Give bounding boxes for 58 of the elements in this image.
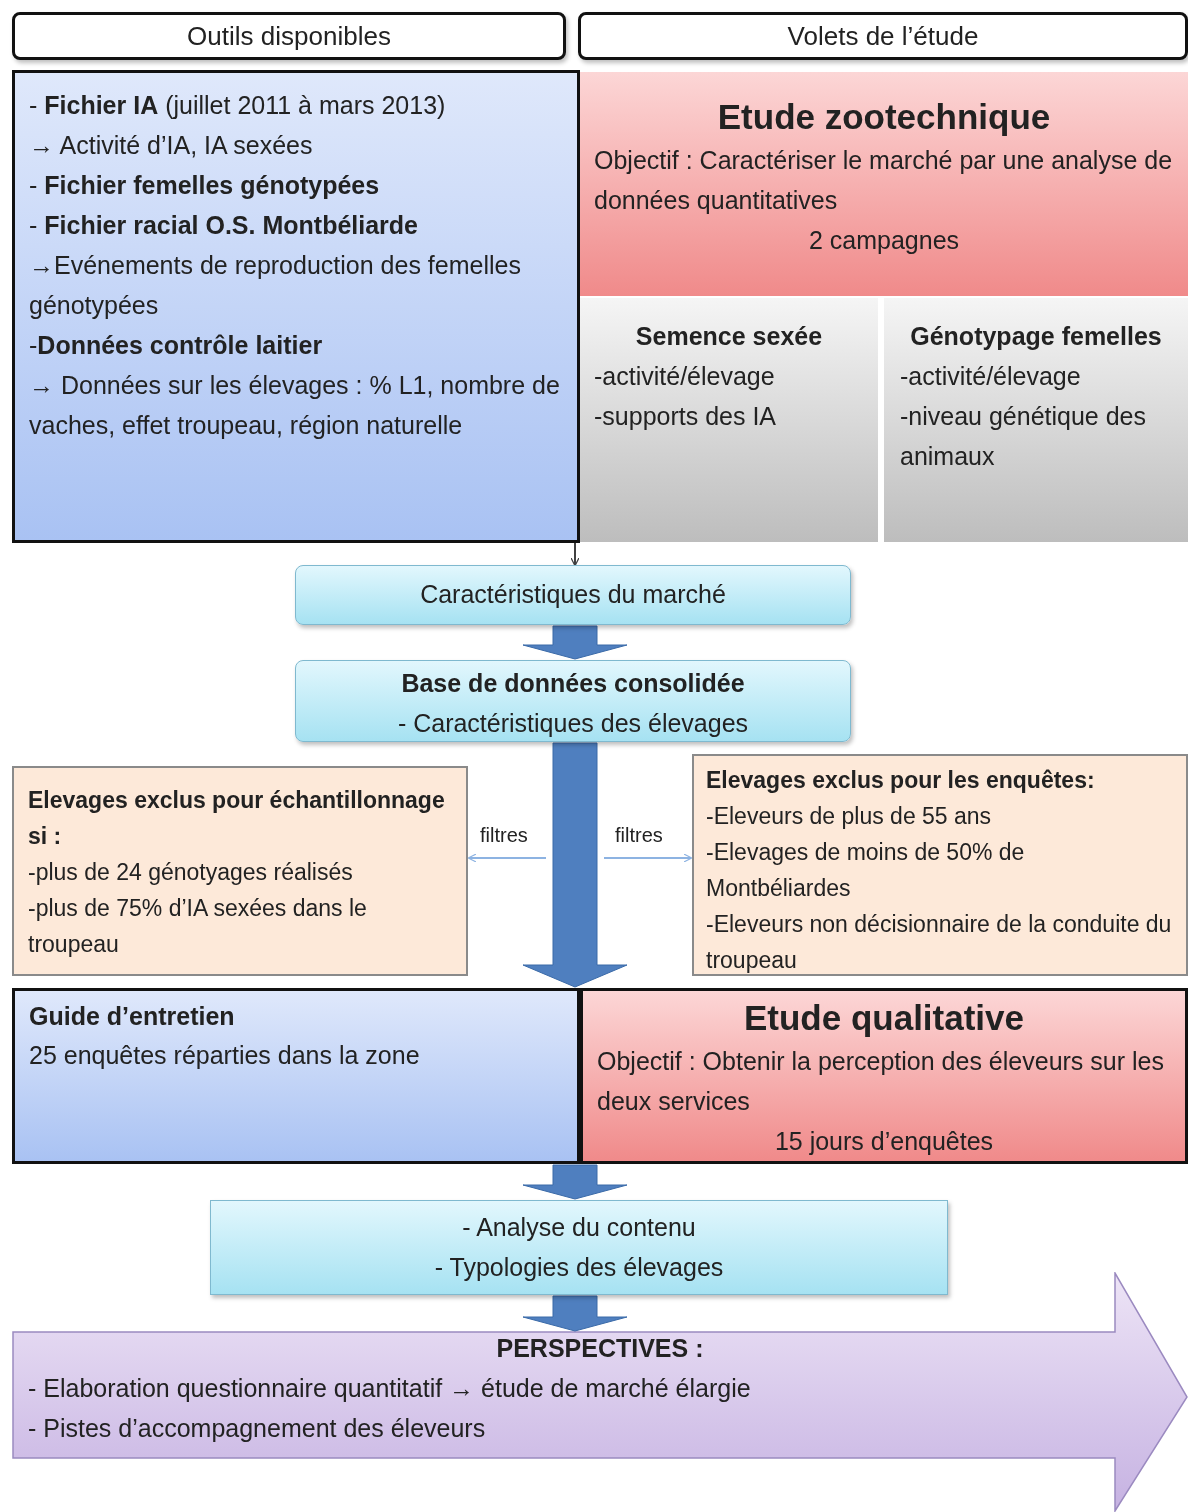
box-text: - Analyse du contenu — [461, 1212, 697, 1243]
list-item: - Fichier racial O.S. Montbéliarde — [29, 210, 419, 241]
duration-text: 15 jours d’enquêtes — [773, 1126, 995, 1157]
box-title: Base de données consolidée — [400, 668, 746, 699]
arrow — [603, 853, 693, 863]
block-arrow — [522, 742, 628, 988]
part-text: -niveau génétique des animaux — [900, 401, 1148, 472]
panel-title: Etude zootechnique — [716, 96, 1052, 138]
part-title: Génotypage femelles — [909, 321, 1163, 352]
study-panel — [580, 72, 1188, 296]
duration-text: 2 campagnes — [807, 225, 961, 256]
process-box — [295, 565, 851, 625]
part-text: -activité/élevage — [594, 361, 776, 392]
tools-panel — [12, 70, 580, 543]
block-arrow — [522, 625, 628, 660]
criteria-text: -Elevages de moins de 50% de Montbéliardes — [706, 838, 1026, 903]
list-item: →Evénements de reproduction des femelles génotypées — [29, 250, 522, 321]
box-text: - Caractéristiques des élevages — [396, 708, 750, 739]
column-header — [12, 12, 566, 60]
list-item: - Fichier IA (juillet 2011 à mars 2013) — [29, 90, 447, 121]
study-panel — [580, 988, 1188, 1164]
arrow — [467, 853, 547, 863]
box-text: Caractéristiques du marché — [419, 579, 727, 610]
list-item: → Données sur les élevages : % L1, nombre de vaches, effet troupeau, région naturelle — [29, 370, 561, 441]
tools-panel — [12, 988, 580, 1164]
criteria-text: -Eleveurs de plus de 55 ans — [706, 802, 993, 831]
block-arrow — [522, 1164, 628, 1200]
box-title: Elevages exclus pour les enquêtes: — [706, 766, 1096, 795]
part-text: -activité/élevage — [900, 361, 1082, 392]
criteria-text: -plus de 75% d’IA sexées dans le troupeau — [28, 894, 368, 959]
arrow-text: - Elaboration questionnaire quantitatif → étude de marché élargie — [28, 1373, 752, 1404]
study-part-panel — [884, 298, 1188, 542]
list-item: → Activité d’IA, IA sexées — [29, 130, 314, 161]
block-arrow — [522, 1295, 628, 1332]
part-text: -supports des IA — [594, 401, 778, 432]
criteria-box — [12, 766, 468, 976]
box-text: - Typologies des élevages — [433, 1252, 725, 1283]
panel-text: 25 enquêtes réparties dans la zone — [29, 1040, 421, 1071]
panel-title: Etude qualitative — [742, 997, 1026, 1039]
header-text: Volets de l’étude — [786, 20, 980, 53]
objective-text: Objectif : Caractériser le marché par une analyse de données quantitatives — [594, 145, 1174, 216]
list-item: -Données contrôle laitier — [29, 330, 324, 361]
arrow — [570, 542, 580, 567]
study-part-panel — [580, 298, 878, 542]
box-title: Elevages exclus pour échantillonnage si : — [28, 786, 446, 851]
list-item: - Fichier femelles génotypées — [29, 170, 381, 201]
process-box — [210, 1200, 948, 1295]
arrow-title: PERSPECTIVES : — [495, 1333, 705, 1364]
column-header — [578, 12, 1188, 60]
part-title: Semence sexée — [634, 321, 824, 352]
criteria-text: -Eleveurs non décisionnaire de la conduite du troupeau — [706, 910, 1173, 975]
header-text: Outils disponibles — [186, 20, 392, 53]
process-box — [295, 660, 851, 742]
objective-text: Objectif : Obtenir la perception des éleveurs sur les deux services — [597, 1046, 1165, 1117]
criteria-box — [692, 754, 1188, 976]
panel-title: Guide d’entretien — [29, 1001, 236, 1032]
criteria-text: -plus de 24 génotyages réalisés — [28, 858, 354, 887]
arrow-text: - Pistes d’accompagnement des éleveurs — [28, 1413, 487, 1444]
